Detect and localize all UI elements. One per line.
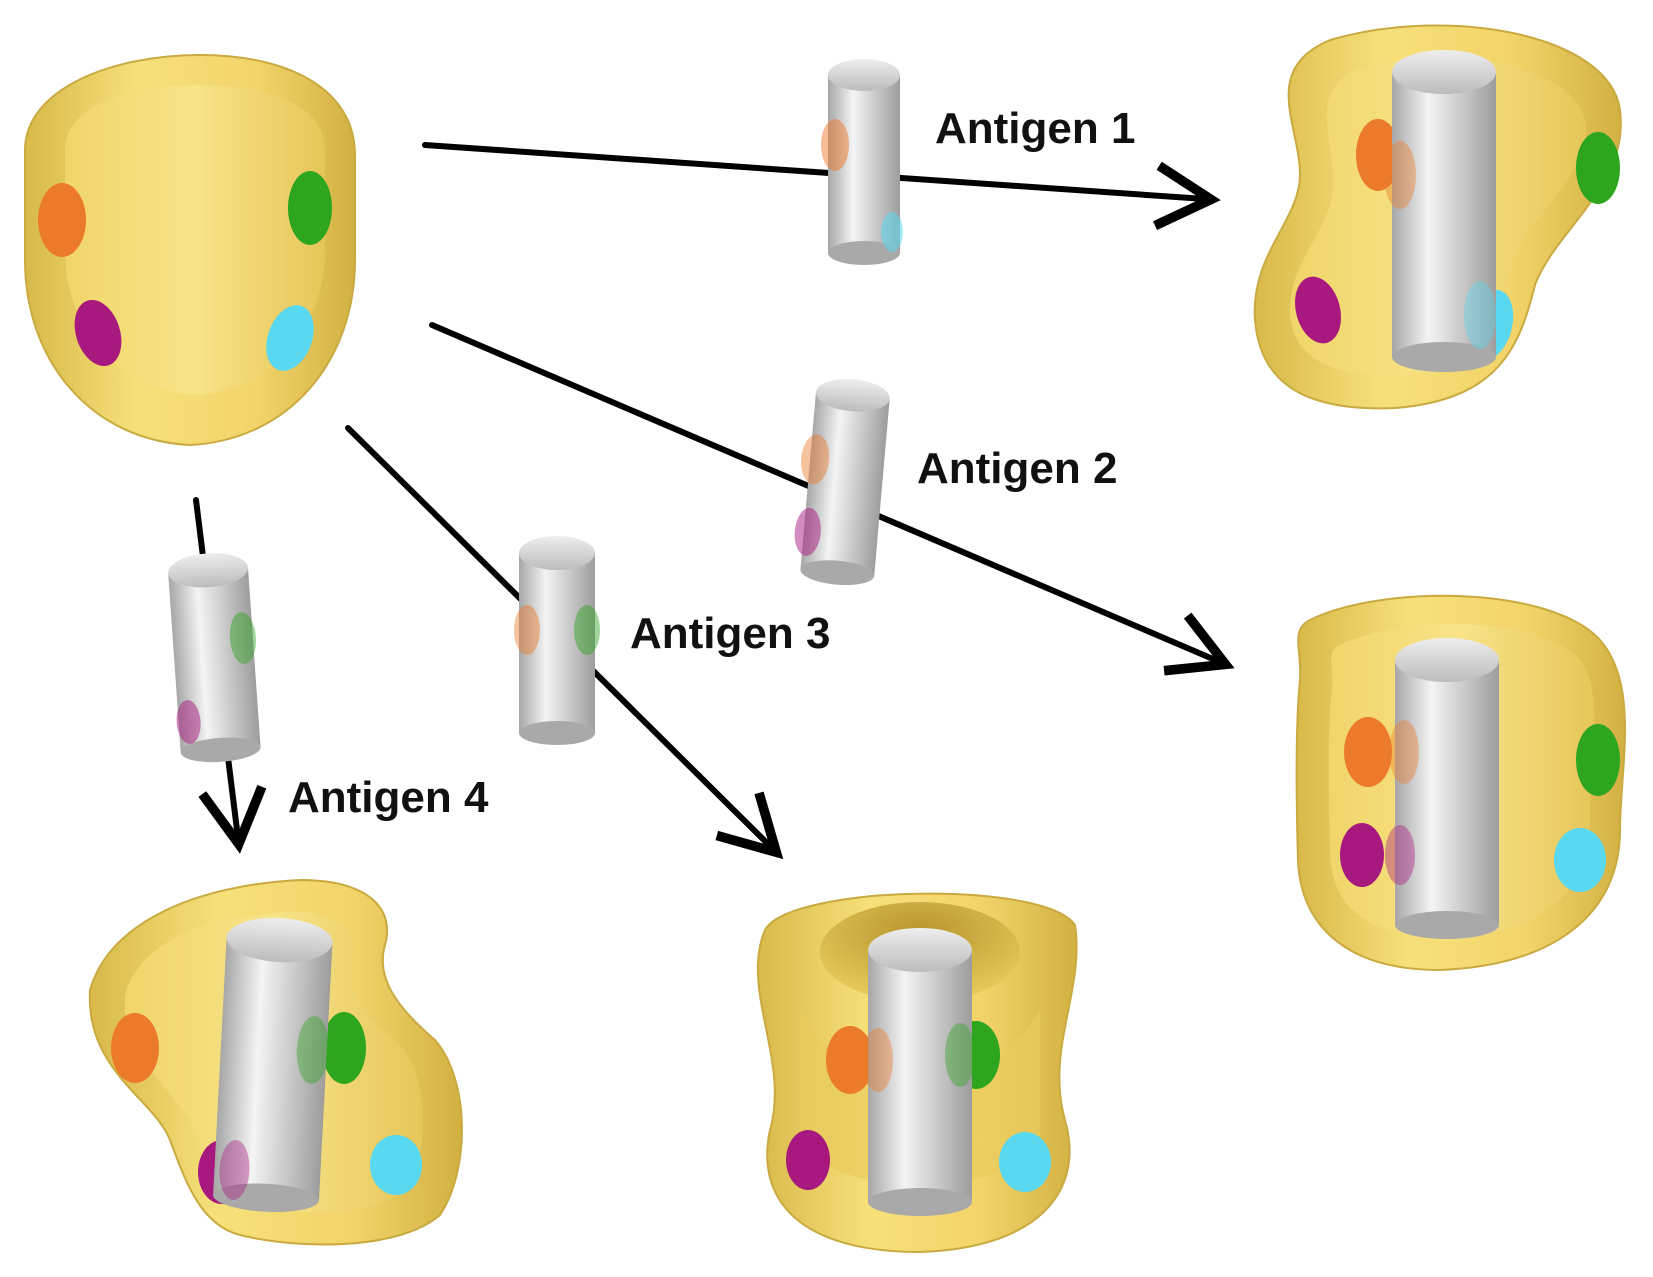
antigen-4-free: [168, 553, 261, 763]
host-receptor-initial: [24, 53, 356, 447]
antigen-3-free: [514, 536, 600, 745]
label-antigen-3: Antigen 3: [630, 609, 830, 658]
label-antigen-1: Antigen 1: [935, 104, 1135, 153]
binding-site-green: [288, 171, 332, 245]
complex-4: [88, 878, 463, 1246]
binding-site-magenta: [74, 299, 122, 367]
binding-site-cyan: [266, 305, 314, 371]
label-antigen-2: Antigen 2: [917, 444, 1117, 493]
complex-3: [756, 892, 1078, 1254]
antigen-2-free: [794, 379, 890, 586]
arrow-1: [422, 142, 1221, 230]
antigen-1-free: [821, 59, 903, 265]
binding-site-orange: [38, 183, 86, 257]
complex-2: [1295, 594, 1626, 972]
label-antigen-4: Antigen 4: [288, 773, 489, 822]
complex-1: [1253, 24, 1622, 410]
